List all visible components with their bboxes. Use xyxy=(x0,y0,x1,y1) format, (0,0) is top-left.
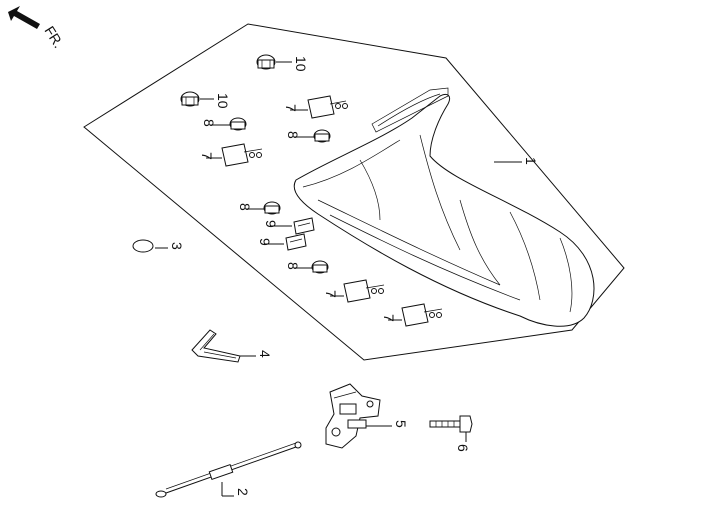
callout-7-d: 7 xyxy=(381,314,397,322)
bracket-part-7-c xyxy=(343,279,385,303)
nut-part-8-a xyxy=(229,117,247,131)
bracket-part-7-d xyxy=(401,303,443,327)
callout-8-b: 8 xyxy=(285,131,301,139)
callout-8-d: 8 xyxy=(285,262,301,270)
callout-2: 2 xyxy=(235,488,251,496)
callout-7-b: 7 xyxy=(199,152,215,160)
callout-8-a: 8 xyxy=(201,119,217,127)
arrow-up-left-icon xyxy=(8,6,40,29)
clip-part-9-a xyxy=(293,217,315,235)
bracket-part-7-a xyxy=(307,95,348,119)
callout-10-left: 10 xyxy=(215,93,231,109)
callout-7-a: 7 xyxy=(283,104,299,112)
seat-assembly-outline xyxy=(83,23,625,361)
callout-9-a: 9 xyxy=(263,220,279,228)
seat-lock-bracket-part-5 xyxy=(325,383,381,449)
front-direction-indicator: FR. xyxy=(8,6,67,51)
callout-7-c: 7 xyxy=(323,290,339,298)
o-ring-part-3 xyxy=(132,239,154,253)
bolt-part-6 xyxy=(429,415,473,433)
nut-part-8-d xyxy=(311,260,329,274)
callout-8-c: 8 xyxy=(237,203,253,211)
cap-nut-part-10-left xyxy=(180,91,200,107)
hook-bracket-part-4 xyxy=(191,329,241,363)
nut-part-8-c xyxy=(263,201,281,215)
callout-9-b: 9 xyxy=(257,238,273,246)
cap-nut-part-10-top xyxy=(256,54,276,70)
callout-10-top: 10 xyxy=(293,56,309,72)
callout-3: 3 xyxy=(169,242,185,250)
release-cable-part-2 xyxy=(155,441,302,498)
callout-5: 5 xyxy=(393,420,409,428)
callout-1: 1 xyxy=(523,157,539,165)
direction-label: FR. xyxy=(41,23,67,51)
seat-part-1 xyxy=(293,87,595,327)
nut-part-8-b xyxy=(313,129,331,143)
clip-part-9-b xyxy=(285,233,307,251)
bracket-part-7-b xyxy=(221,143,263,167)
callout-4: 4 xyxy=(257,350,273,358)
callout-6: 6 xyxy=(455,444,471,452)
